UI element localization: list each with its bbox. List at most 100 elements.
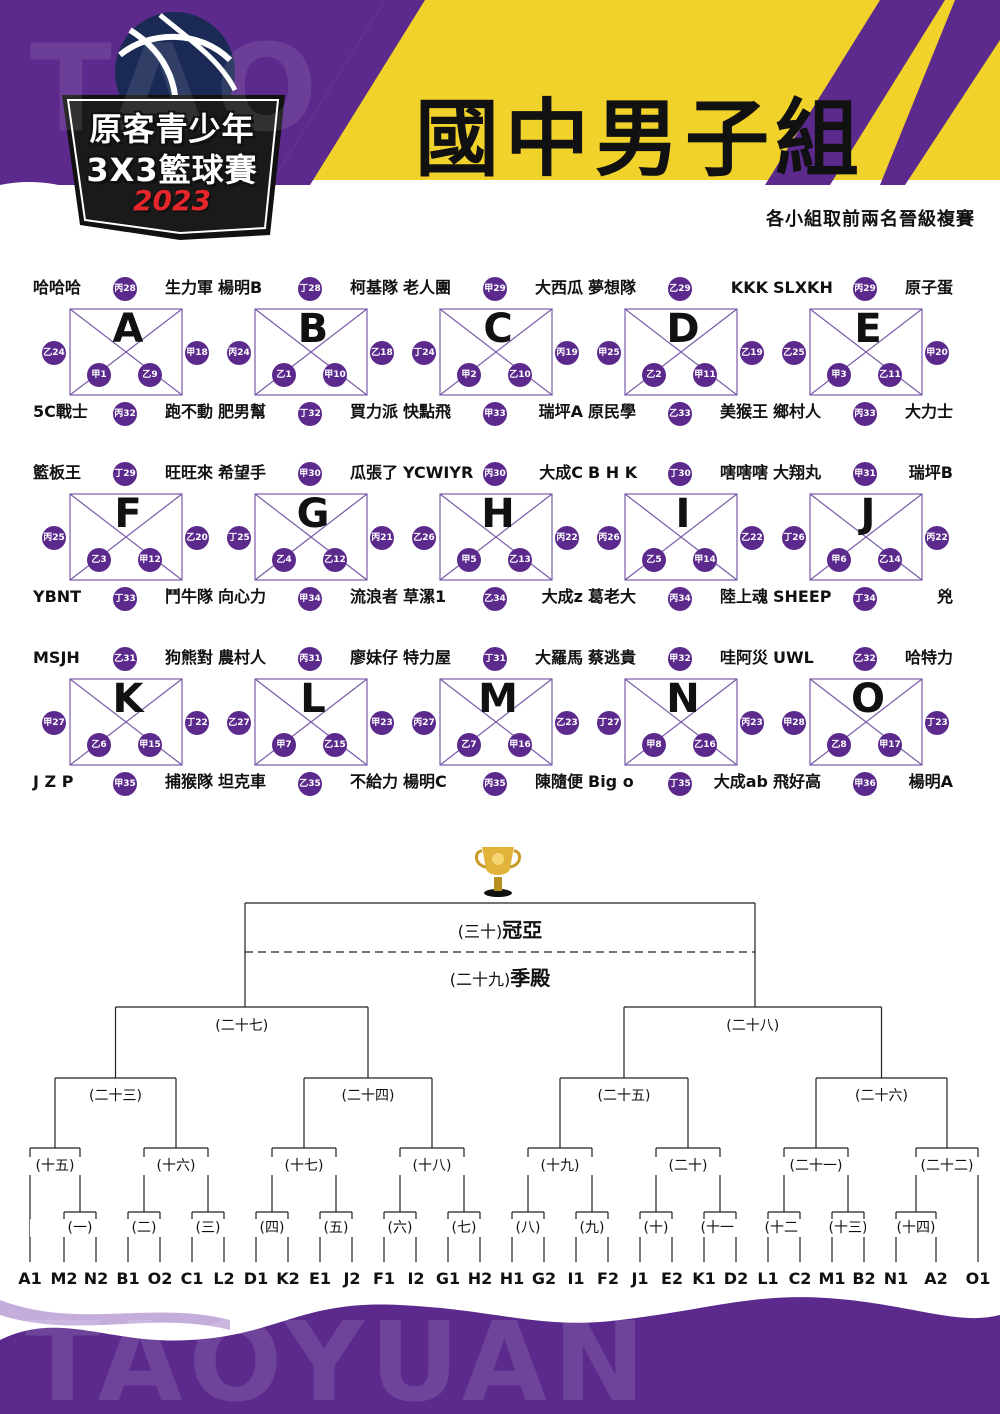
match-badge-left: 甲28: [782, 711, 806, 735]
bracket-slot: H2: [467, 1269, 493, 1288]
round16-label: (十六): [126, 1157, 226, 1175]
third-place-match-title: 季殿: [510, 966, 551, 990]
match-badge-top: 丁30: [668, 462, 692, 486]
team-bottom-left: 快點飛: [403, 402, 452, 421]
bracket-slot: E2: [660, 1269, 684, 1288]
match-badge-inner-right: 甲16: [508, 733, 532, 757]
match-badge-inner-left: 乙2: [642, 363, 666, 387]
logo-line1: 原客青少年: [89, 110, 255, 148]
group-label: F: [114, 491, 142, 537]
match-badge-right: 丙23: [740, 711, 764, 735]
quarter-label: (二十五): [574, 1087, 674, 1105]
team-top-left: UWL: [773, 648, 814, 667]
bracket-slot: M1: [818, 1269, 846, 1288]
team-bottom-right: 楊明A: [908, 772, 953, 791]
match-badge-inner-left: 甲6: [827, 548, 851, 572]
team-top-left: YCWIYR: [403, 463, 474, 482]
match-badge-bottom: 甲34: [298, 587, 322, 611]
match-badge-right: 丙22: [925, 526, 949, 550]
watermark-bottom: TAOYUAN: [25, 1298, 651, 1414]
bracket-slot: I1: [567, 1269, 585, 1288]
team-top-right: 瓜張了: [349, 463, 398, 482]
match-badge-bottom: 丙34: [668, 587, 692, 611]
watermark-top: TAO: [30, 20, 328, 159]
team-top-left: 農村人: [218, 648, 267, 667]
group-label: L: [300, 676, 326, 722]
group-label: C: [483, 306, 513, 352]
round16-label: (二十一): [766, 1157, 866, 1175]
team-top-left: 楊明B: [218, 278, 263, 297]
match-badge-right: 乙19: [740, 341, 764, 365]
match-badge-left: 丁24: [412, 341, 436, 365]
team-bottom-right: 陸上魂: [719, 587, 768, 606]
match-badge-left: 乙25: [782, 341, 806, 365]
team-top-left: 蔡逃貴: [588, 648, 637, 667]
team-top-right: 哇阿災: [719, 648, 768, 667]
team-top-right: 生力軍: [164, 278, 213, 297]
bracket-slot: K2: [276, 1269, 300, 1288]
group-label: E: [854, 306, 882, 352]
match-badge-top: 丙30: [483, 462, 507, 486]
match-badge-top: 乙32: [853, 647, 877, 671]
bracket-slot: E1: [308, 1269, 332, 1288]
bracket-slot: H1: [499, 1269, 525, 1288]
match-badge-top: 丁31: [483, 647, 507, 671]
match-badge-inner-left: 乙1: [272, 363, 296, 387]
team-bottom-left: 5C戰士: [33, 402, 88, 421]
group-label: A: [112, 306, 144, 352]
match-badge-inner-right: 乙15: [323, 733, 347, 757]
bracket-slot: J2: [343, 1269, 361, 1288]
semi-label: (二十七): [191, 1017, 292, 1035]
match-badge-bottom: 丙35: [483, 772, 507, 796]
round16-label: (十七): [254, 1157, 354, 1175]
bracket-slot: B1: [116, 1269, 140, 1288]
round16-label: (二十): [638, 1157, 738, 1175]
bracket-slot: B2: [852, 1269, 876, 1288]
team-top-right: 柯基隊: [349, 278, 398, 297]
bracket-slot: L1: [757, 1269, 779, 1288]
trophy-icon: [475, 847, 521, 897]
bracket-slot: K1: [692, 1269, 716, 1288]
match-badge-inner-left: 甲8: [642, 733, 666, 757]
bracket-slot: O1: [965, 1269, 991, 1288]
match-badge-inner-right: 甲12: [138, 548, 162, 572]
match-badge-right: 丙22: [555, 526, 579, 550]
group-label: D: [666, 306, 700, 352]
team-bottom-right: 瑞坪A: [538, 402, 583, 421]
match-badge-bottom: 丁34: [853, 587, 877, 611]
team-bottom-right: 陳隨便: [534, 772, 583, 791]
round16-label: (十八): [382, 1157, 482, 1175]
team-bottom-left: J Z P: [33, 772, 74, 791]
match-badge-left: 丙27: [412, 711, 436, 735]
match-badge-top: 丙29: [853, 277, 877, 301]
match-badge-bottom: 丙33: [853, 402, 877, 426]
team-top-left: 哈哈哈: [33, 278, 82, 297]
team-bottom-left: YBNT: [33, 587, 82, 606]
team-bottom-right: 美猴王: [719, 402, 768, 421]
match-badge-top: 甲29: [483, 277, 507, 301]
team-bottom-right: 流浪者: [349, 587, 398, 606]
match-badge-right: 乙23: [555, 711, 579, 735]
group-label: H: [481, 491, 515, 537]
bracket-slot: L2: [213, 1269, 235, 1288]
team-bottom-left: 楊明C: [403, 772, 447, 791]
group-label: K: [112, 676, 144, 722]
team-bottom-left: 原民學: [588, 402, 637, 421]
match-badge-left: 丁27: [597, 711, 621, 735]
match-badge-bottom: 乙34: [483, 587, 507, 611]
team-top-right: 旺旺來: [164, 463, 213, 482]
match-badge-top: 甲30: [298, 462, 322, 486]
bracket-slot: C1: [180, 1269, 204, 1288]
team-top-left: 老人團: [403, 278, 452, 297]
group-label: M: [478, 676, 518, 722]
final-match-number: (三十): [457, 922, 503, 941]
match-badge-bottom: 甲36: [853, 772, 877, 796]
match-badge-bottom: 丁35: [668, 772, 692, 796]
